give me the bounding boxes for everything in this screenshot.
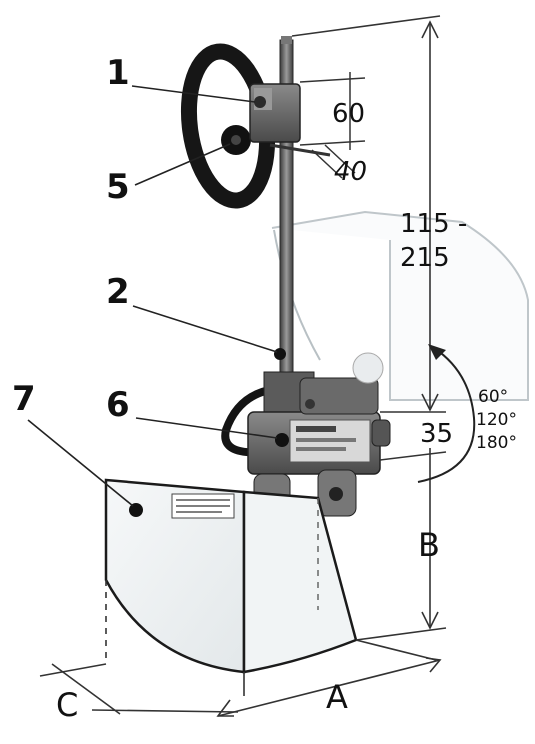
dim-height-range-top: 115 - (400, 209, 467, 239)
upper-clamp (249, 83, 331, 157)
callout-2-target (274, 348, 286, 360)
rotation-angle-120: 120° (476, 410, 517, 430)
dim-b-label: B (418, 526, 440, 564)
rotation-arrow (417, 347, 476, 483)
rotated-shield-outline (271, 210, 529, 401)
dim-clamp-offset: 40 (334, 157, 367, 187)
callout-5: 5 (106, 167, 130, 207)
callout-1: 1 (106, 53, 130, 93)
front-shield (104, 478, 358, 674)
dim-a-label: A (326, 678, 348, 716)
pivot-body (247, 352, 391, 533)
dim-c-label: C (56, 686, 78, 724)
callout-7: 7 (12, 379, 36, 419)
rotation-arrowhead (428, 344, 446, 360)
rod-cap (281, 36, 292, 44)
dim-pivot-offset: 35 (420, 419, 453, 449)
dim-lines-ac (39, 580, 442, 717)
rotation-angle-180: 180° (476, 433, 517, 453)
dim-height-range-bottom: 215 (400, 243, 450, 273)
dim-clamp-height: 60 (332, 99, 365, 129)
cable (221, 384, 285, 457)
callout-6: 6 (106, 385, 130, 425)
leader-lines (27, 85, 278, 507)
callout-2: 2 (106, 272, 130, 312)
dim-lines-clamp (299, 72, 366, 179)
rotation-angle-60: 60° (478, 387, 508, 407)
